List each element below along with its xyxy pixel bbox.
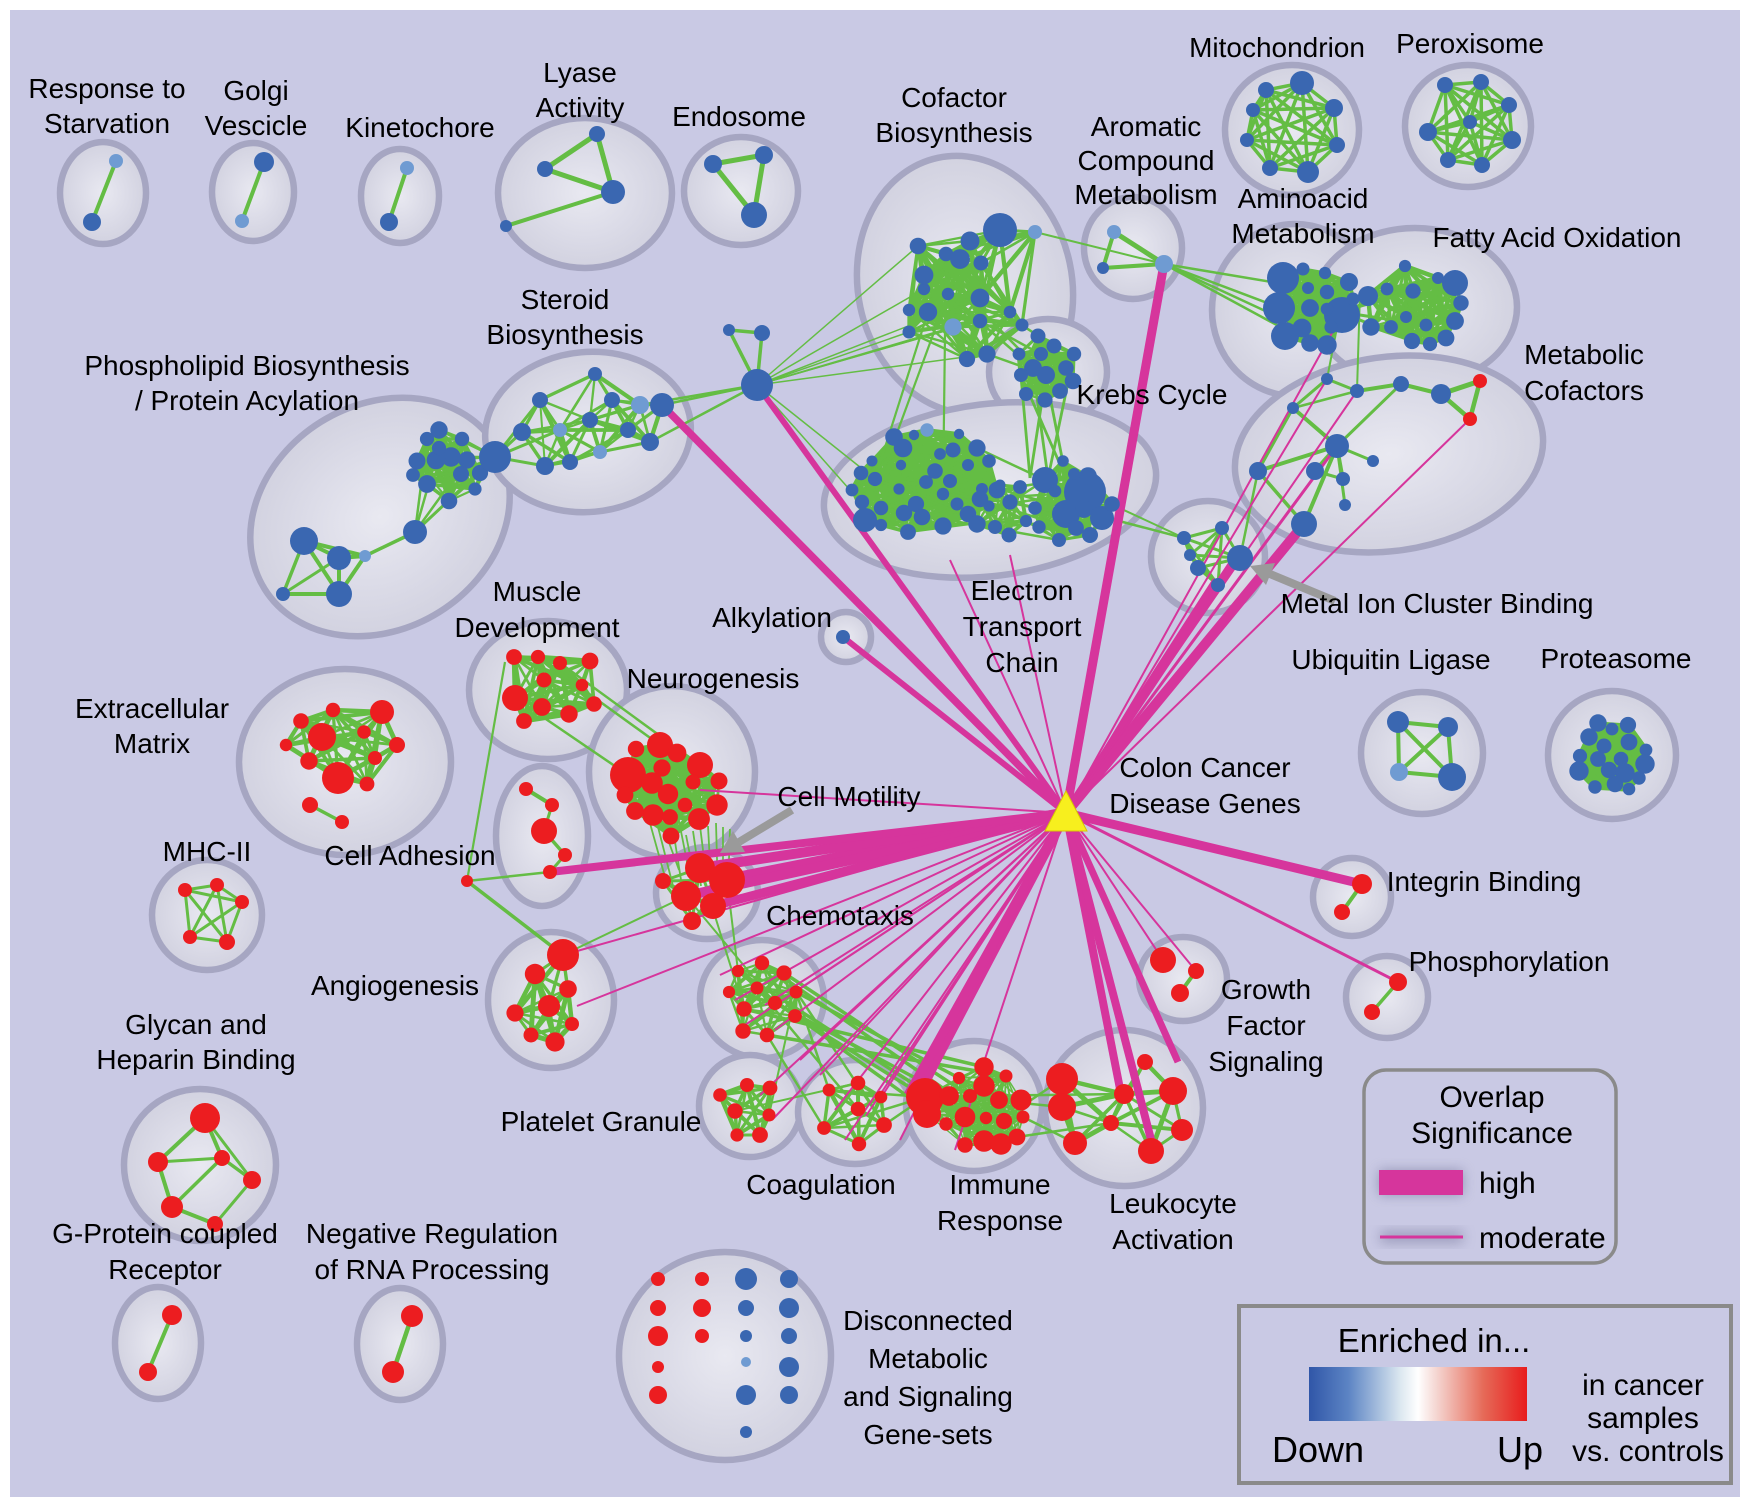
svg-text:/ Protein Acylation: / Protein Acylation: [135, 385, 359, 416]
svg-text:Muscle: Muscle: [493, 576, 582, 607]
svg-text:Colon Cancer: Colon Cancer: [1119, 752, 1290, 783]
svg-text:Angiogenesis: Angiogenesis: [311, 970, 479, 1001]
svg-text:G-Protein coupled: G-Protein coupled: [52, 1218, 278, 1249]
svg-text:Response: Response: [937, 1205, 1063, 1236]
svg-text:Neurogenesis: Neurogenesis: [627, 663, 800, 694]
svg-text:of RNA Processing: of RNA Processing: [315, 1254, 550, 1285]
svg-text:MHC-II: MHC-II: [163, 836, 252, 867]
svg-text:Alkylation: Alkylation: [712, 602, 832, 633]
svg-text:Activity: Activity: [536, 92, 625, 123]
svg-text:Coagulation: Coagulation: [746, 1169, 895, 1200]
svg-text:Biosynthesis: Biosynthesis: [875, 117, 1032, 148]
svg-text:Cofactors: Cofactors: [1524, 375, 1644, 406]
svg-text:Overlap: Overlap: [1439, 1081, 1544, 1114]
svg-text:vs. controls: vs. controls: [1572, 1435, 1724, 1468]
svg-text:Starvation: Starvation: [44, 108, 170, 139]
svg-text:Golgi: Golgi: [223, 75, 288, 106]
svg-text:Matrix: Matrix: [114, 728, 190, 759]
svg-text:Krebs Cycle: Krebs Cycle: [1077, 379, 1228, 410]
svg-text:Aminoacid: Aminoacid: [1238, 183, 1369, 214]
svg-text:Response to: Response to: [28, 73, 185, 104]
svg-text:Disconnected: Disconnected: [843, 1305, 1013, 1336]
svg-text:Down: Down: [1272, 1429, 1364, 1470]
svg-text:Aromatic: Aromatic: [1091, 111, 1201, 142]
svg-text:in cancer: in cancer: [1582, 1369, 1704, 1402]
svg-text:Integrin Binding: Integrin Binding: [1387, 866, 1582, 897]
svg-text:Fatty Acid Oxidation: Fatty Acid Oxidation: [1432, 222, 1681, 253]
svg-text:Glycan and: Glycan and: [125, 1009, 267, 1040]
svg-text:Steroid: Steroid: [521, 284, 610, 315]
svg-text:Disease Genes: Disease Genes: [1109, 788, 1300, 819]
svg-text:Heparin Binding: Heparin Binding: [96, 1044, 295, 1075]
svg-text:moderate: moderate: [1479, 1222, 1606, 1255]
svg-text:Transport: Transport: [963, 611, 1082, 642]
svg-text:Factor: Factor: [1226, 1010, 1305, 1041]
svg-text:Cofactor: Cofactor: [901, 82, 1007, 113]
svg-text:Receptor: Receptor: [108, 1254, 222, 1285]
svg-text:Cell Motility: Cell Motility: [777, 781, 920, 812]
svg-text:Platelet Granule: Platelet Granule: [501, 1106, 702, 1137]
svg-text:Cell Adhesion: Cell Adhesion: [324, 840, 495, 871]
svg-text:Activation: Activation: [1112, 1224, 1233, 1255]
svg-text:and Signaling: and Signaling: [843, 1381, 1013, 1412]
svg-text:Negative Regulation: Negative Regulation: [306, 1218, 558, 1249]
svg-text:Metabolism: Metabolism: [1231, 218, 1374, 249]
svg-text:Endosome: Endosome: [672, 101, 806, 132]
svg-text:Development: Development: [455, 612, 620, 643]
svg-text:Leukocyte: Leukocyte: [1109, 1188, 1237, 1219]
svg-text:Biosynthesis: Biosynthesis: [486, 319, 643, 350]
svg-text:Metabolic: Metabolic: [1524, 339, 1644, 370]
svg-text:Signaling: Signaling: [1208, 1046, 1323, 1077]
svg-text:Gene-sets: Gene-sets: [863, 1419, 992, 1450]
svg-text:Ubiquitin Ligase: Ubiquitin Ligase: [1291, 644, 1490, 675]
svg-text:Kinetochore: Kinetochore: [345, 112, 494, 143]
svg-text:Lyase: Lyase: [543, 57, 617, 88]
svg-text:Chain: Chain: [985, 647, 1058, 678]
svg-text:Peroxisome: Peroxisome: [1396, 28, 1544, 59]
svg-text:Compound: Compound: [1078, 145, 1215, 176]
svg-text:Phospholipid Biosynthesis: Phospholipid Biosynthesis: [84, 350, 409, 381]
svg-text:Growth: Growth: [1221, 974, 1311, 1005]
svg-text:Metabolic: Metabolic: [868, 1343, 988, 1374]
svg-text:Phosphorylation: Phosphorylation: [1409, 946, 1610, 977]
svg-text:Metal Ion Cluster Binding: Metal Ion Cluster Binding: [1281, 588, 1594, 619]
svg-text:Mitochondrion: Mitochondrion: [1189, 32, 1365, 63]
svg-text:samples: samples: [1587, 1402, 1699, 1435]
svg-text:Immune: Immune: [949, 1169, 1050, 1200]
svg-text:high: high: [1479, 1167, 1536, 1200]
svg-text:Vescicle: Vescicle: [205, 110, 308, 141]
svg-text:Significance: Significance: [1411, 1117, 1573, 1150]
svg-text:Proteasome: Proteasome: [1541, 643, 1692, 674]
svg-text:Electron: Electron: [971, 575, 1074, 606]
svg-text:Extracellular: Extracellular: [75, 693, 229, 724]
svg-text:Up: Up: [1497, 1429, 1543, 1470]
svg-text:Chemotaxis: Chemotaxis: [766, 900, 914, 931]
svg-text:Enriched in...: Enriched in...: [1338, 1322, 1531, 1359]
svg-text:Metabolism: Metabolism: [1074, 179, 1217, 210]
